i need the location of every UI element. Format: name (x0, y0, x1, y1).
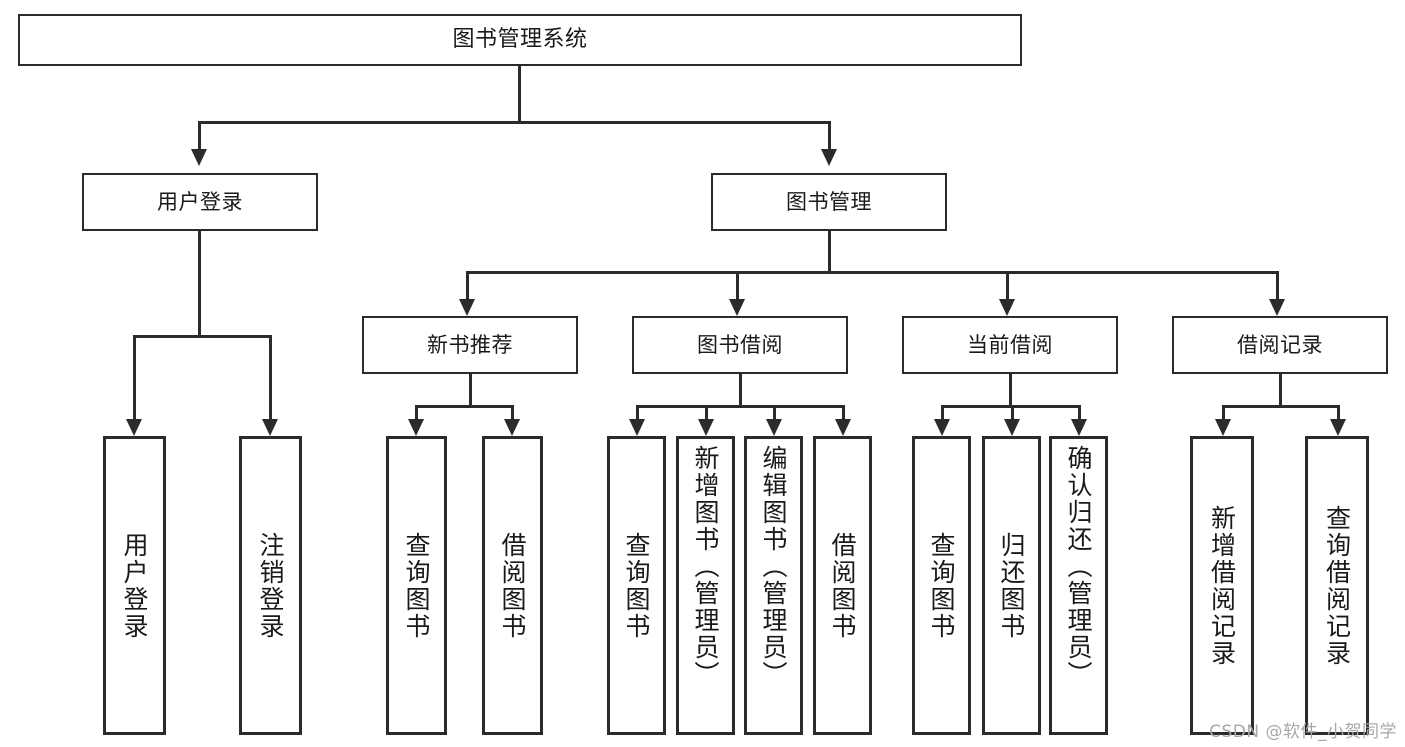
leaf-label: 查询图书 (622, 531, 651, 640)
node-label: 用户登录 (157, 189, 243, 214)
node-user-login[interactable]: 用户登录 (82, 173, 318, 231)
node-label: 图书管理 (786, 189, 872, 214)
leaf-add-book-admin[interactable]: 新增图书（管理员） (676, 436, 735, 735)
arrow-to-leaf-user-login (126, 419, 142, 436)
arrow-to-book-borrow (729, 299, 745, 316)
arrow-to-leaf-query-book-3 (934, 419, 950, 436)
leaf-query-book-current-loan[interactable]: 查询图书 (912, 436, 971, 735)
arrow-to-leaf-user-logout (262, 419, 278, 436)
connector-bb-drop-4 (842, 405, 845, 419)
leaf-label: 借阅图书 (498, 531, 527, 640)
watermark-text: CSDN @软件_小贺同学 (1209, 722, 1397, 742)
leaf-borrow-book-borrow[interactable]: 借阅图书 (813, 436, 872, 735)
node-new-book-recommendation[interactable]: 新书推荐 (362, 316, 578, 374)
arrow-to-loan-record (1269, 299, 1285, 316)
leaf-user-logout[interactable]: 注销登录 (239, 436, 302, 735)
connector-bb-drop-2 (705, 405, 708, 419)
connector-cl-drop-3 (1078, 405, 1081, 419)
arrow-to-user-login (191, 149, 207, 166)
connector-bb-drop-3 (773, 405, 776, 419)
leaf-return-book[interactable]: 归还图书 (982, 436, 1041, 735)
arrow-to-leaf-query-book-2 (629, 419, 645, 436)
connector-lr-drop-2 (1337, 405, 1340, 419)
leaf-borrow-book-new-rec[interactable]: 借阅图书 (482, 436, 543, 735)
leaf-label: 确认归还（管理员） (1064, 445, 1093, 688)
node-book-management[interactable]: 图书管理 (711, 173, 947, 231)
connector-root-to-book-manage (828, 121, 831, 149)
connector-user-login-drop-1 (133, 335, 136, 419)
leaf-user-login[interactable]: 用户登录 (103, 436, 166, 735)
connector-bb-drop-1 (636, 405, 639, 419)
leaf-label: 查询图书 (402, 531, 431, 640)
connector-nbr-bus (415, 405, 514, 408)
leaf-query-loan-record[interactable]: 查询借阅记录 (1305, 436, 1369, 735)
node-label: 新书推荐 (427, 332, 513, 357)
leaf-label: 归还图书 (997, 531, 1026, 640)
connector-cl-stem (1009, 374, 1012, 405)
arrow-to-new-book-rec (459, 299, 475, 316)
leaf-label: 新增借阅记录 (1207, 504, 1237, 667)
leaf-label: 注销登录 (256, 531, 285, 640)
leaf-label: 查询借阅记录 (1322, 504, 1352, 667)
connector-nbr-drop-2 (511, 405, 514, 419)
connector-root-bus (198, 121, 831, 124)
leaf-confirm-return-admin[interactable]: 确认归还（管理员） (1049, 436, 1108, 735)
connector-bb-stem (739, 374, 742, 405)
node-label: 图书管理系统 (452, 27, 588, 53)
node-label: 借阅记录 (1237, 332, 1323, 357)
arrow-to-leaf-borrow-book-2 (835, 419, 851, 436)
connector-root-stem (518, 66, 521, 121)
node-book-management-system[interactable]: 图书管理系统 (18, 14, 1022, 66)
node-label: 当前借阅 (967, 332, 1053, 357)
leaf-add-loan-record[interactable]: 新增借阅记录 (1190, 436, 1254, 735)
arrow-to-current-loan (999, 299, 1015, 316)
leaf-label: 新增图书（管理员） (691, 445, 720, 688)
arrow-to-book-manage (821, 149, 837, 166)
connector-book-manage-stem (828, 231, 831, 271)
connector-user-login-drop-2 (269, 335, 272, 419)
connector-book-manage-bus (466, 271, 1278, 274)
leaf-label: 编辑图书（管理员） (759, 445, 788, 688)
leaf-query-book-borrow[interactable]: 查询图书 (607, 436, 666, 735)
connector-lr-stem (1279, 374, 1282, 405)
connector-user-login-stem (198, 231, 201, 335)
arrow-to-leaf-query-book-1 (408, 419, 424, 436)
arrow-to-leaf-confirm-return (1071, 419, 1087, 436)
leaf-label: 借阅图书 (828, 531, 857, 640)
leaf-label: 用户登录 (120, 531, 149, 640)
connector-bm-drop-2 (736, 271, 739, 299)
connector-cl-drop-2 (1011, 405, 1014, 419)
node-current-loans[interactable]: 当前借阅 (902, 316, 1118, 374)
arrow-to-leaf-return-book (1004, 419, 1020, 436)
arrow-to-leaf-add-loan-record (1215, 419, 1231, 436)
arrow-to-leaf-add-book (698, 419, 714, 436)
connector-root-to-user-login (198, 121, 201, 149)
arrow-to-leaf-edit-book (766, 419, 782, 436)
arrow-to-leaf-borrow-book-1 (504, 419, 520, 436)
connector-lr-drop-1 (1222, 405, 1225, 419)
connector-cl-drop-1 (941, 405, 944, 419)
connector-nbr-stem (469, 374, 472, 405)
leaf-query-book-new-rec[interactable]: 查询图书 (386, 436, 447, 735)
arrow-to-leaf-query-loan-record (1330, 419, 1346, 436)
connector-nbr-drop-1 (415, 405, 418, 419)
node-loan-records[interactable]: 借阅记录 (1172, 316, 1388, 374)
leaf-edit-book-admin[interactable]: 编辑图书（管理员） (744, 436, 803, 735)
connector-bm-drop-4 (1276, 271, 1279, 299)
node-book-borrowing[interactable]: 图书借阅 (632, 316, 848, 374)
node-label: 图书借阅 (697, 332, 783, 357)
connector-bm-drop-1 (466, 271, 469, 299)
leaf-label: 查询图书 (927, 531, 956, 640)
connector-bb-bus (636, 405, 845, 408)
connector-bm-drop-3 (1006, 271, 1009, 299)
connector-lr-bus (1222, 405, 1340, 408)
connector-user-login-bus (133, 335, 271, 338)
